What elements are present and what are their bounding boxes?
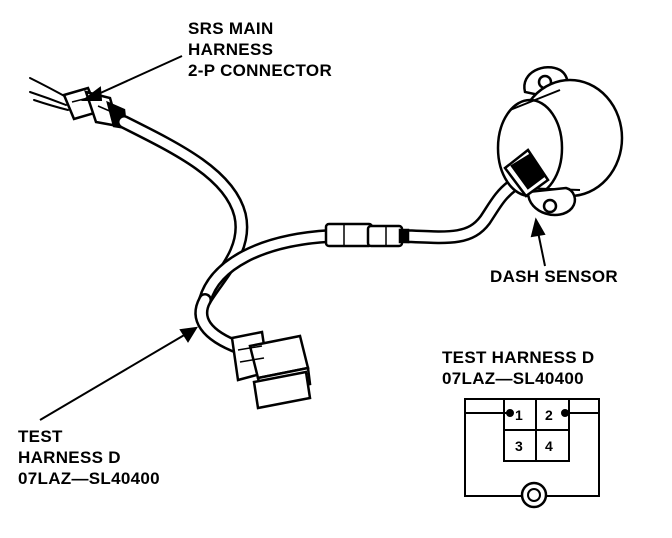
- test-harness-schematic: [464, 398, 600, 509]
- dash-sensor-body: [496, 65, 624, 217]
- pin-4: 4: [545, 438, 553, 454]
- schematic-pin-labels: 1 2 3 4: [515, 407, 553, 454]
- test-harness-label: TEST HARNESS D 07LAZ—SL40400: [18, 426, 160, 489]
- test-harness-label-line2: HARNESS D: [18, 448, 121, 467]
- schematic-title: TEST HARNESS D 07LAZ—SL40400: [442, 347, 595, 389]
- srs-connector-label: SRS MAIN HARNESS 2-P CONNECTOR: [188, 18, 332, 81]
- schematic-title-line1: TEST HARNESS D: [442, 348, 595, 367]
- test-harness-label-line1: TEST: [18, 427, 63, 446]
- dash-sensor-label: DASH SENSOR: [490, 267, 618, 286]
- pin-2: 2: [545, 407, 553, 423]
- srs-main-harness-wires: [29, 77, 69, 111]
- harness-cable-test-branch: [194, 293, 247, 355]
- test-harness-connector: [230, 330, 312, 410]
- pin-3: 3: [515, 438, 523, 454]
- srs-connector-label-line3: 2-P CONNECTOR: [188, 61, 333, 80]
- schematic-title-line2: 07LAZ—SL40400: [442, 369, 584, 388]
- harness-cable-lower: [198, 179, 519, 307]
- pin-1: 1: [515, 407, 523, 423]
- test-harness-label-line3: 07LAZ—SL40400: [18, 469, 160, 488]
- srs-connector-label-line2: HARNESS: [188, 40, 274, 59]
- srs-connector-label-line1: SRS MAIN: [188, 19, 274, 38]
- leader-lines: [39, 55, 546, 421]
- inline-connector: [324, 222, 410, 248]
